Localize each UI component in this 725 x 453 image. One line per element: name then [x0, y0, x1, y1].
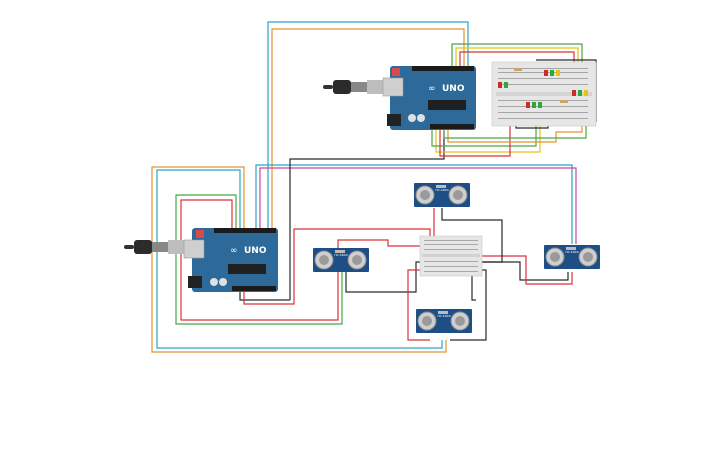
sensor-label: HC-SR04	[437, 314, 450, 318]
wire-red-right[interactable]	[480, 255, 573, 285]
led-green[interactable]	[504, 82, 508, 88]
wire-magenta-right[interactable]	[259, 167, 577, 244]
led-green[interactable]	[538, 102, 542, 108]
usb-cable-icon	[124, 240, 184, 254]
led-red[interactable]	[544, 70, 548, 76]
ultrasonic-sensor-4[interactable]: HC-SR04	[416, 309, 472, 333]
wire-orange-led-3[interactable]	[447, 110, 583, 143]
resistor[interactable]	[514, 68, 522, 71]
wire-blue-left[interactable]	[156, 169, 443, 349]
wire-black-bottom-sensor[interactable]	[450, 269, 487, 341]
board-label-bottom: UNO	[244, 246, 267, 256]
ultrasonic-sensor-1[interactable]: HC-SR04	[414, 183, 470, 207]
usb-cable-icon	[323, 80, 383, 94]
breadboard-center[interactable]	[419, 235, 483, 277]
ultrasonic-sensor-3[interactable]: HC-SR04	[544, 245, 600, 269]
led-green[interactable]	[532, 102, 536, 108]
wire-red-bottom-sensor[interactable]	[407, 269, 430, 341]
led-red[interactable]	[498, 82, 502, 88]
ultrasonic-sensor-2[interactable]: HC-SR04	[313, 248, 369, 272]
led-red[interactable]	[526, 102, 530, 108]
wire-green-led-1[interactable]	[451, 43, 583, 70]
led-yellow[interactable]	[556, 70, 560, 76]
led-yellow[interactable]	[584, 90, 588, 96]
led-green[interactable]	[578, 90, 582, 96]
wire-green-left[interactable]	[175, 194, 343, 325]
wire-yellow-led-1[interactable]	[455, 47, 579, 70]
led-red[interactable]	[572, 90, 576, 96]
arduino-bottom[interactable]: UNO ∞	[183, 228, 278, 292]
sensor-label: HC-SR04	[334, 253, 347, 257]
resistor[interactable]	[560, 100, 568, 103]
board-label-top: UNO	[442, 84, 465, 94]
arduino-logo-bottom: ∞	[230, 246, 238, 256]
wire-orange-left[interactable]	[151, 166, 447, 353]
wire-teal-right[interactable]	[255, 164, 573, 244]
wire-black-bb-vert[interactable]	[471, 276, 476, 301]
wire-red-led-1[interactable]	[459, 51, 575, 70]
wire-blue-top[interactable]	[267, 21, 469, 228]
led-green[interactable]	[550, 70, 554, 76]
arduino-top[interactable]: UNO ∞	[382, 66, 476, 130]
wire-red-left[interactable]	[180, 199, 339, 321]
wire-black-right[interactable]	[480, 261, 569, 281]
wire-yellow-led-2[interactable]	[435, 110, 541, 153]
wire-black-top-sensor[interactable]	[441, 208, 503, 263]
sensor-label: HC-SR04	[565, 250, 578, 254]
wire-red-bottom[interactable]	[243, 228, 431, 305]
arduino-logo-top: ∞	[428, 84, 436, 94]
sensor-label: HC-SR04	[435, 188, 448, 192]
breadboard-leds[interactable]	[491, 61, 597, 127]
